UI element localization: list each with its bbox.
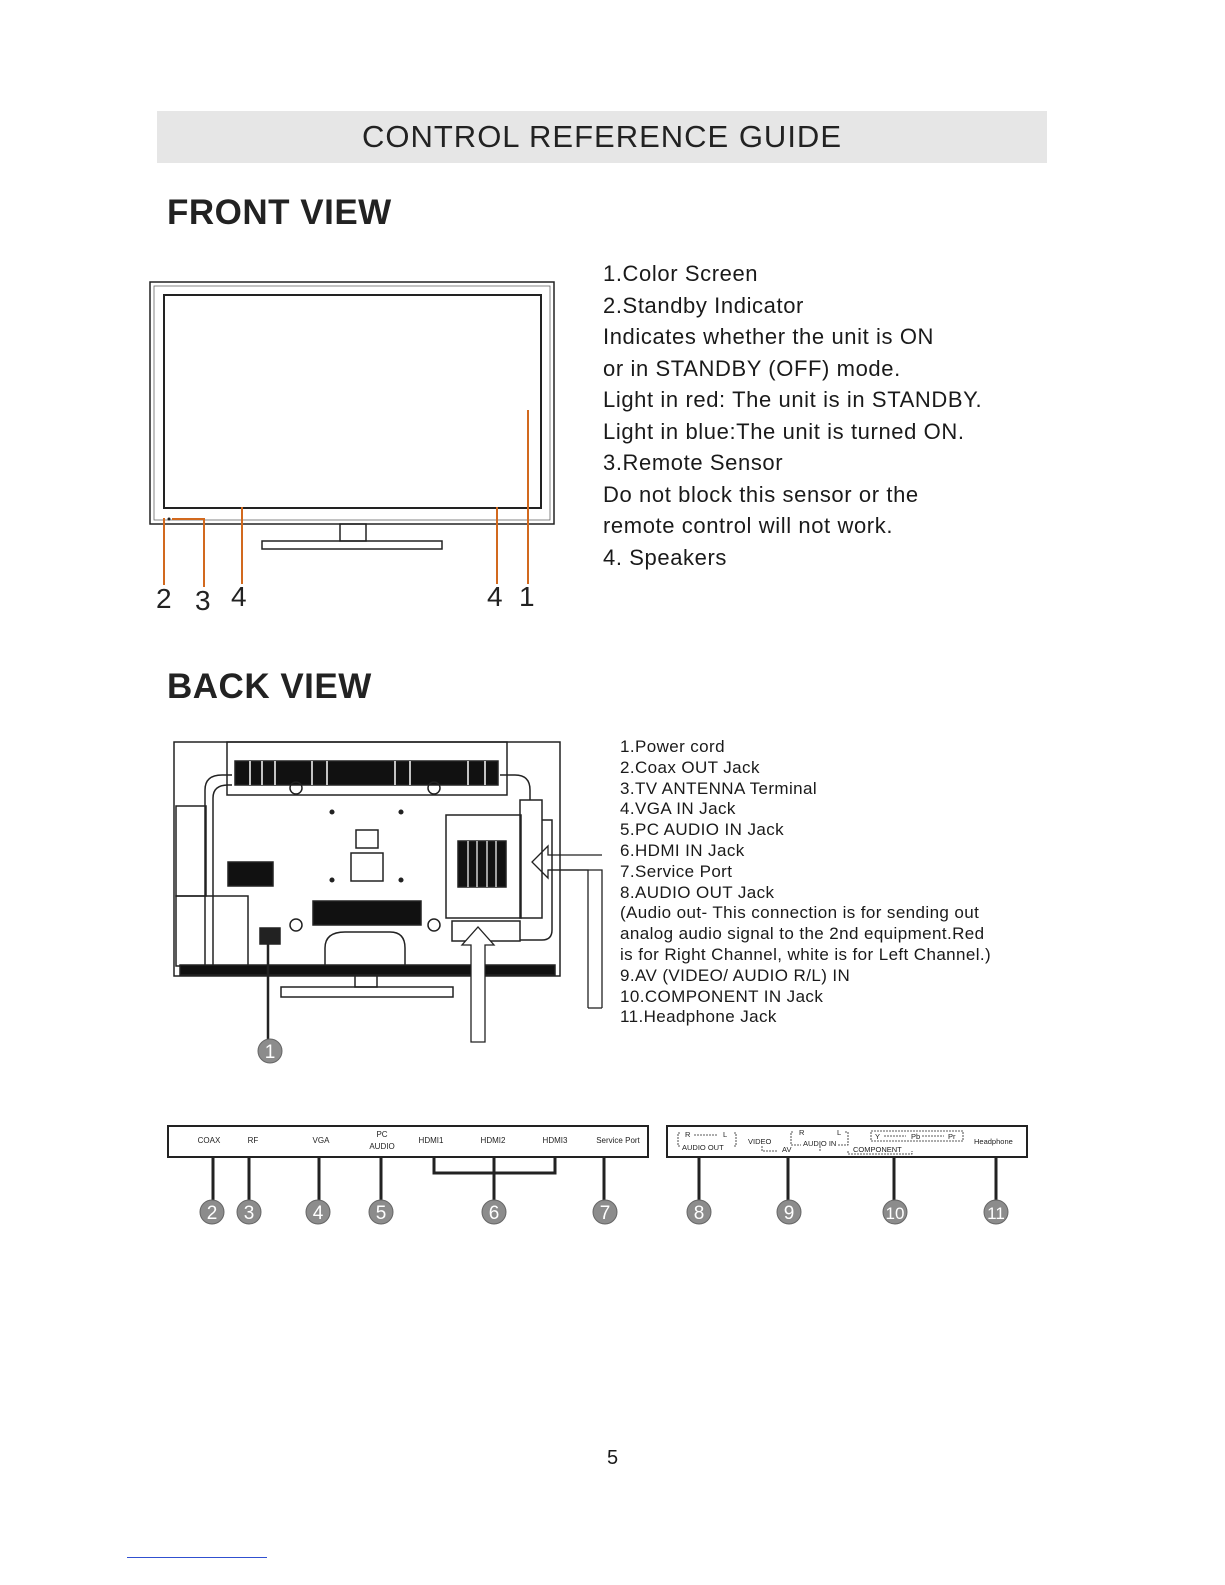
tv-stand bbox=[261, 540, 443, 550]
label-hdmi1: HDMI1 bbox=[419, 1136, 444, 1145]
front-callout-2: 2 bbox=[156, 583, 172, 614]
badge-4 bbox=[305, 1199, 331, 1225]
front-desc-line: Indicates whether the unit is ON bbox=[603, 324, 935, 349]
back-view-description: 1.Power cord 2.Coax OUT Jack 3.TV ANTENN… bbox=[620, 737, 991, 1028]
badge-11 bbox=[983, 1199, 1009, 1225]
label-coax: COAX bbox=[198, 1136, 221, 1145]
svg-text:7: 7 bbox=[600, 1203, 611, 1224]
back-desc-line: 10.COMPONENT IN Jack bbox=[620, 986, 824, 1006]
label-rf: RF bbox=[248, 1136, 259, 1145]
footer-rule bbox=[127, 1557, 267, 1558]
svg-text:8: 8 bbox=[694, 1203, 705, 1224]
front-view-title: FRONT VIEW bbox=[167, 193, 392, 232]
label-video: VIDEO bbox=[748, 1137, 772, 1146]
label-audio-out: AUDIO OUT bbox=[682, 1143, 724, 1152]
front-desc-line: or in STANDBY (OFF) mode. bbox=[603, 355, 901, 381]
front-desc-line: Light in blue:The unit is turned ON. bbox=[603, 418, 965, 444]
svg-text:10: 10 bbox=[886, 1204, 905, 1223]
label-hdmi3: HDMI3 bbox=[543, 1136, 568, 1145]
back-desc-line: 2.Coax OUT Jack bbox=[620, 757, 760, 777]
bottom-arrow bbox=[460, 926, 496, 1043]
front-callout-3: 3 bbox=[195, 585, 211, 616]
label-pc: PC bbox=[376, 1130, 387, 1139]
label-audio-in: AUDIO IN bbox=[803, 1139, 836, 1148]
label-audio-in-l: L bbox=[837, 1128, 841, 1137]
back-desc-line: 3.TV ANTENNA Terminal bbox=[620, 778, 818, 798]
page-number: 5 bbox=[606, 1447, 619, 1469]
badge-6 bbox=[481, 1199, 507, 1225]
front-desc-line: 4. Speakers bbox=[603, 544, 728, 570]
back-desc-line: 1.Power cord bbox=[620, 737, 725, 756]
front-desc-line: remote control will not work. bbox=[603, 513, 894, 538]
front-desc-line: 1.Color Screen bbox=[603, 261, 759, 286]
badge-10 bbox=[882, 1199, 908, 1225]
svg-text:3: 3 bbox=[244, 1203, 255, 1224]
back-desc-line: 6.HDMI IN Jack bbox=[620, 840, 745, 860]
color-screen bbox=[163, 294, 542, 509]
front-callout-4: 4 bbox=[231, 581, 247, 612]
badge-2 bbox=[199, 1199, 225, 1225]
label-audio-out-l: L bbox=[723, 1130, 727, 1139]
back-desc-line: analog audio signal to the 2nd equipment… bbox=[620, 924, 985, 944]
label-headphone: Headphone bbox=[974, 1137, 1013, 1146]
svg-text:1: 1 bbox=[265, 1042, 276, 1063]
side-connector-panel: COAX RF VGA PC AUDIO HDMI1 HDMI2 HDMI3 S… bbox=[167, 1125, 649, 1225]
bottom-connector-panel: R L AUDIO OUT VIDEO AV R L AUDIO IN Y Pb… bbox=[666, 1125, 1028, 1225]
badge-7 bbox=[592, 1199, 618, 1225]
svg-text:5: 5 bbox=[376, 1203, 387, 1224]
label-y: Y bbox=[875, 1132, 880, 1141]
label-component: COMPONENT bbox=[853, 1145, 902, 1154]
back-callout-badge-1: 1 bbox=[257, 1038, 283, 1064]
back-desc-line: 7.Service Port bbox=[620, 861, 733, 881]
front-callout-1: 1 bbox=[519, 581, 535, 612]
back-desc-line: is for Right Channel, white is for Left … bbox=[620, 944, 992, 964]
back-view-title: BACK VIEW bbox=[167, 667, 372, 706]
front-callout-4b: 4 bbox=[487, 581, 503, 612]
badge-3 bbox=[236, 1199, 262, 1225]
svg-text:4: 4 bbox=[313, 1203, 324, 1224]
back-desc-line: 4.VGA IN Jack bbox=[620, 799, 736, 819]
label-pr: Pr bbox=[948, 1132, 956, 1141]
svg-text:6: 6 bbox=[489, 1203, 500, 1224]
back-desc-line: 8.AUDIO OUT Jack bbox=[620, 882, 775, 902]
badge-9 bbox=[776, 1199, 802, 1225]
back-desc-line: (Audio out- This connection is for sendi… bbox=[620, 903, 980, 923]
back-desc-line: 11.Headphone Jack bbox=[620, 1007, 777, 1027]
back-view-diagram bbox=[173, 741, 561, 1040]
port-arrows bbox=[460, 844, 603, 1043]
page-title: CONTROL REFERENCE GUIDE bbox=[361, 119, 842, 154]
label-av: AV bbox=[782, 1145, 791, 1154]
front-desc-line: 3.Remote Sensor bbox=[603, 450, 784, 475]
standby-indicator bbox=[167, 517, 171, 521]
badge-5 bbox=[368, 1199, 394, 1225]
label-pb: Pb bbox=[911, 1132, 920, 1141]
badge-8 bbox=[686, 1199, 712, 1225]
front-desc-line: Light in red: The unit is in STANDBY. bbox=[603, 387, 983, 412]
label-hdmi2: HDMI2 bbox=[481, 1136, 506, 1145]
front-desc-line: Do not block this sensor or the bbox=[603, 481, 919, 507]
front-view-description: 1.Color Screen 2.Standby Indicator Indic… bbox=[603, 258, 982, 573]
back-desc-line: 9.AV (VIDEO/ AUDIO R/L) IN bbox=[620, 965, 851, 985]
label-audio-in-r: R bbox=[799, 1128, 805, 1137]
front-desc-line: 2.Standby Indicator bbox=[603, 292, 804, 318]
svg-text:9: 9 bbox=[784, 1203, 795, 1224]
title-banner: CONTROL REFERENCE GUIDE bbox=[157, 111, 1047, 163]
label-service-port: Service Port bbox=[596, 1136, 640, 1145]
label-audio-out-r: R bbox=[685, 1130, 691, 1139]
tv-frame bbox=[149, 281, 555, 525]
label-audio: AUDIO bbox=[369, 1142, 394, 1151]
svg-text:2: 2 bbox=[207, 1203, 218, 1224]
label-vga: VGA bbox=[313, 1136, 331, 1145]
back-desc-line: 5.PC AUDIO IN Jack bbox=[620, 820, 785, 840]
svg-text:11: 11 bbox=[987, 1204, 1005, 1223]
